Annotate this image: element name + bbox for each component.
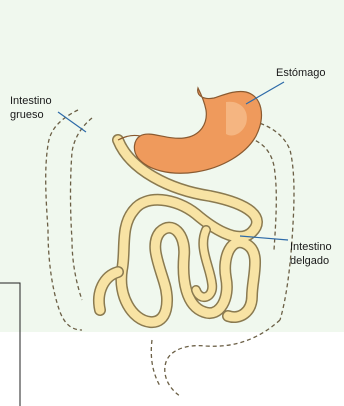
large-intestine-label: Intestino grueso: [10, 94, 52, 122]
large-intestine-label-line1: Intestino: [10, 94, 52, 108]
lower-white-area: [0, 332, 344, 406]
small-intestine-label-line1: Intestino: [290, 240, 332, 254]
large-intestine-label-line2: grueso: [10, 108, 52, 122]
small-intestine-label: Intestino delgado: [290, 240, 332, 268]
small-intestine-label-line2: delgado: [290, 254, 332, 268]
stomach-label: Estómago: [276, 66, 326, 80]
